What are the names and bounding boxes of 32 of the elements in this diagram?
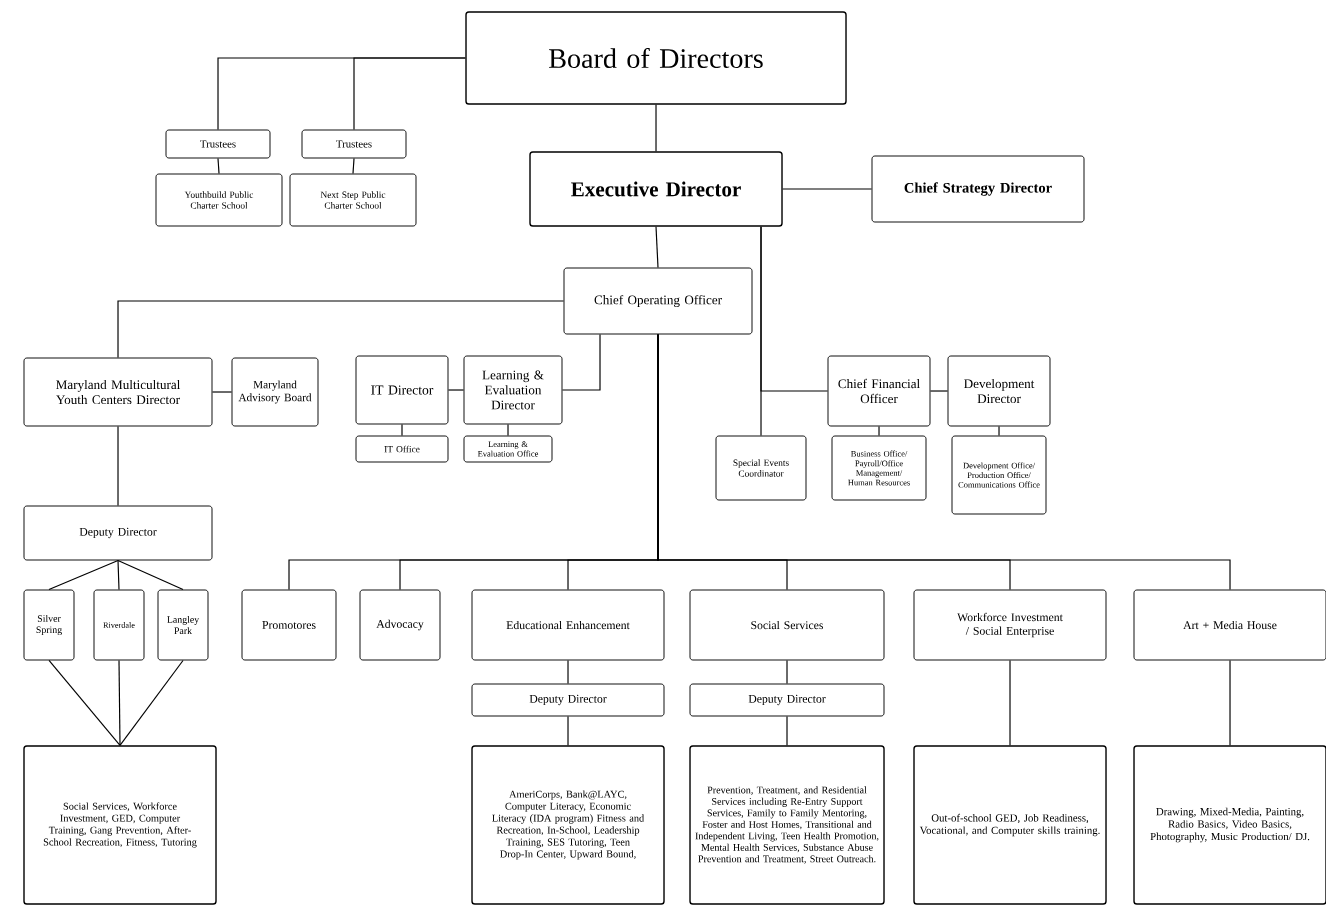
connector-line xyxy=(760,226,829,392)
connector-line xyxy=(217,157,220,175)
connector-line xyxy=(1009,659,1011,746)
connector-line xyxy=(118,659,121,746)
connector-line xyxy=(211,391,233,393)
connector-line xyxy=(48,559,119,591)
connector-line xyxy=(48,659,121,746)
connector-line xyxy=(117,559,184,591)
org-box: Executive Director xyxy=(529,151,783,227)
connector-line xyxy=(655,104,657,152)
connector-line xyxy=(567,659,569,685)
org-box: Board of Directors xyxy=(465,11,847,105)
connector-line xyxy=(353,57,466,131)
connector-line xyxy=(117,559,120,591)
connector-line xyxy=(657,333,1231,591)
connector-line xyxy=(561,333,601,391)
connector-line xyxy=(567,715,569,746)
connector-line xyxy=(447,389,465,391)
connector-line xyxy=(782,188,873,190)
connector-line xyxy=(998,425,1000,437)
connector-line xyxy=(352,157,355,175)
connector-line xyxy=(119,659,184,746)
connector-line xyxy=(117,425,119,507)
connector-line xyxy=(507,423,509,437)
connector-line xyxy=(786,715,788,746)
connector-line xyxy=(1229,659,1231,746)
connector-line xyxy=(878,425,880,437)
connector-line xyxy=(117,300,565,359)
connector-line xyxy=(401,423,403,437)
connector-line xyxy=(655,226,659,269)
connector-line xyxy=(929,390,949,392)
connector-line xyxy=(786,659,788,685)
